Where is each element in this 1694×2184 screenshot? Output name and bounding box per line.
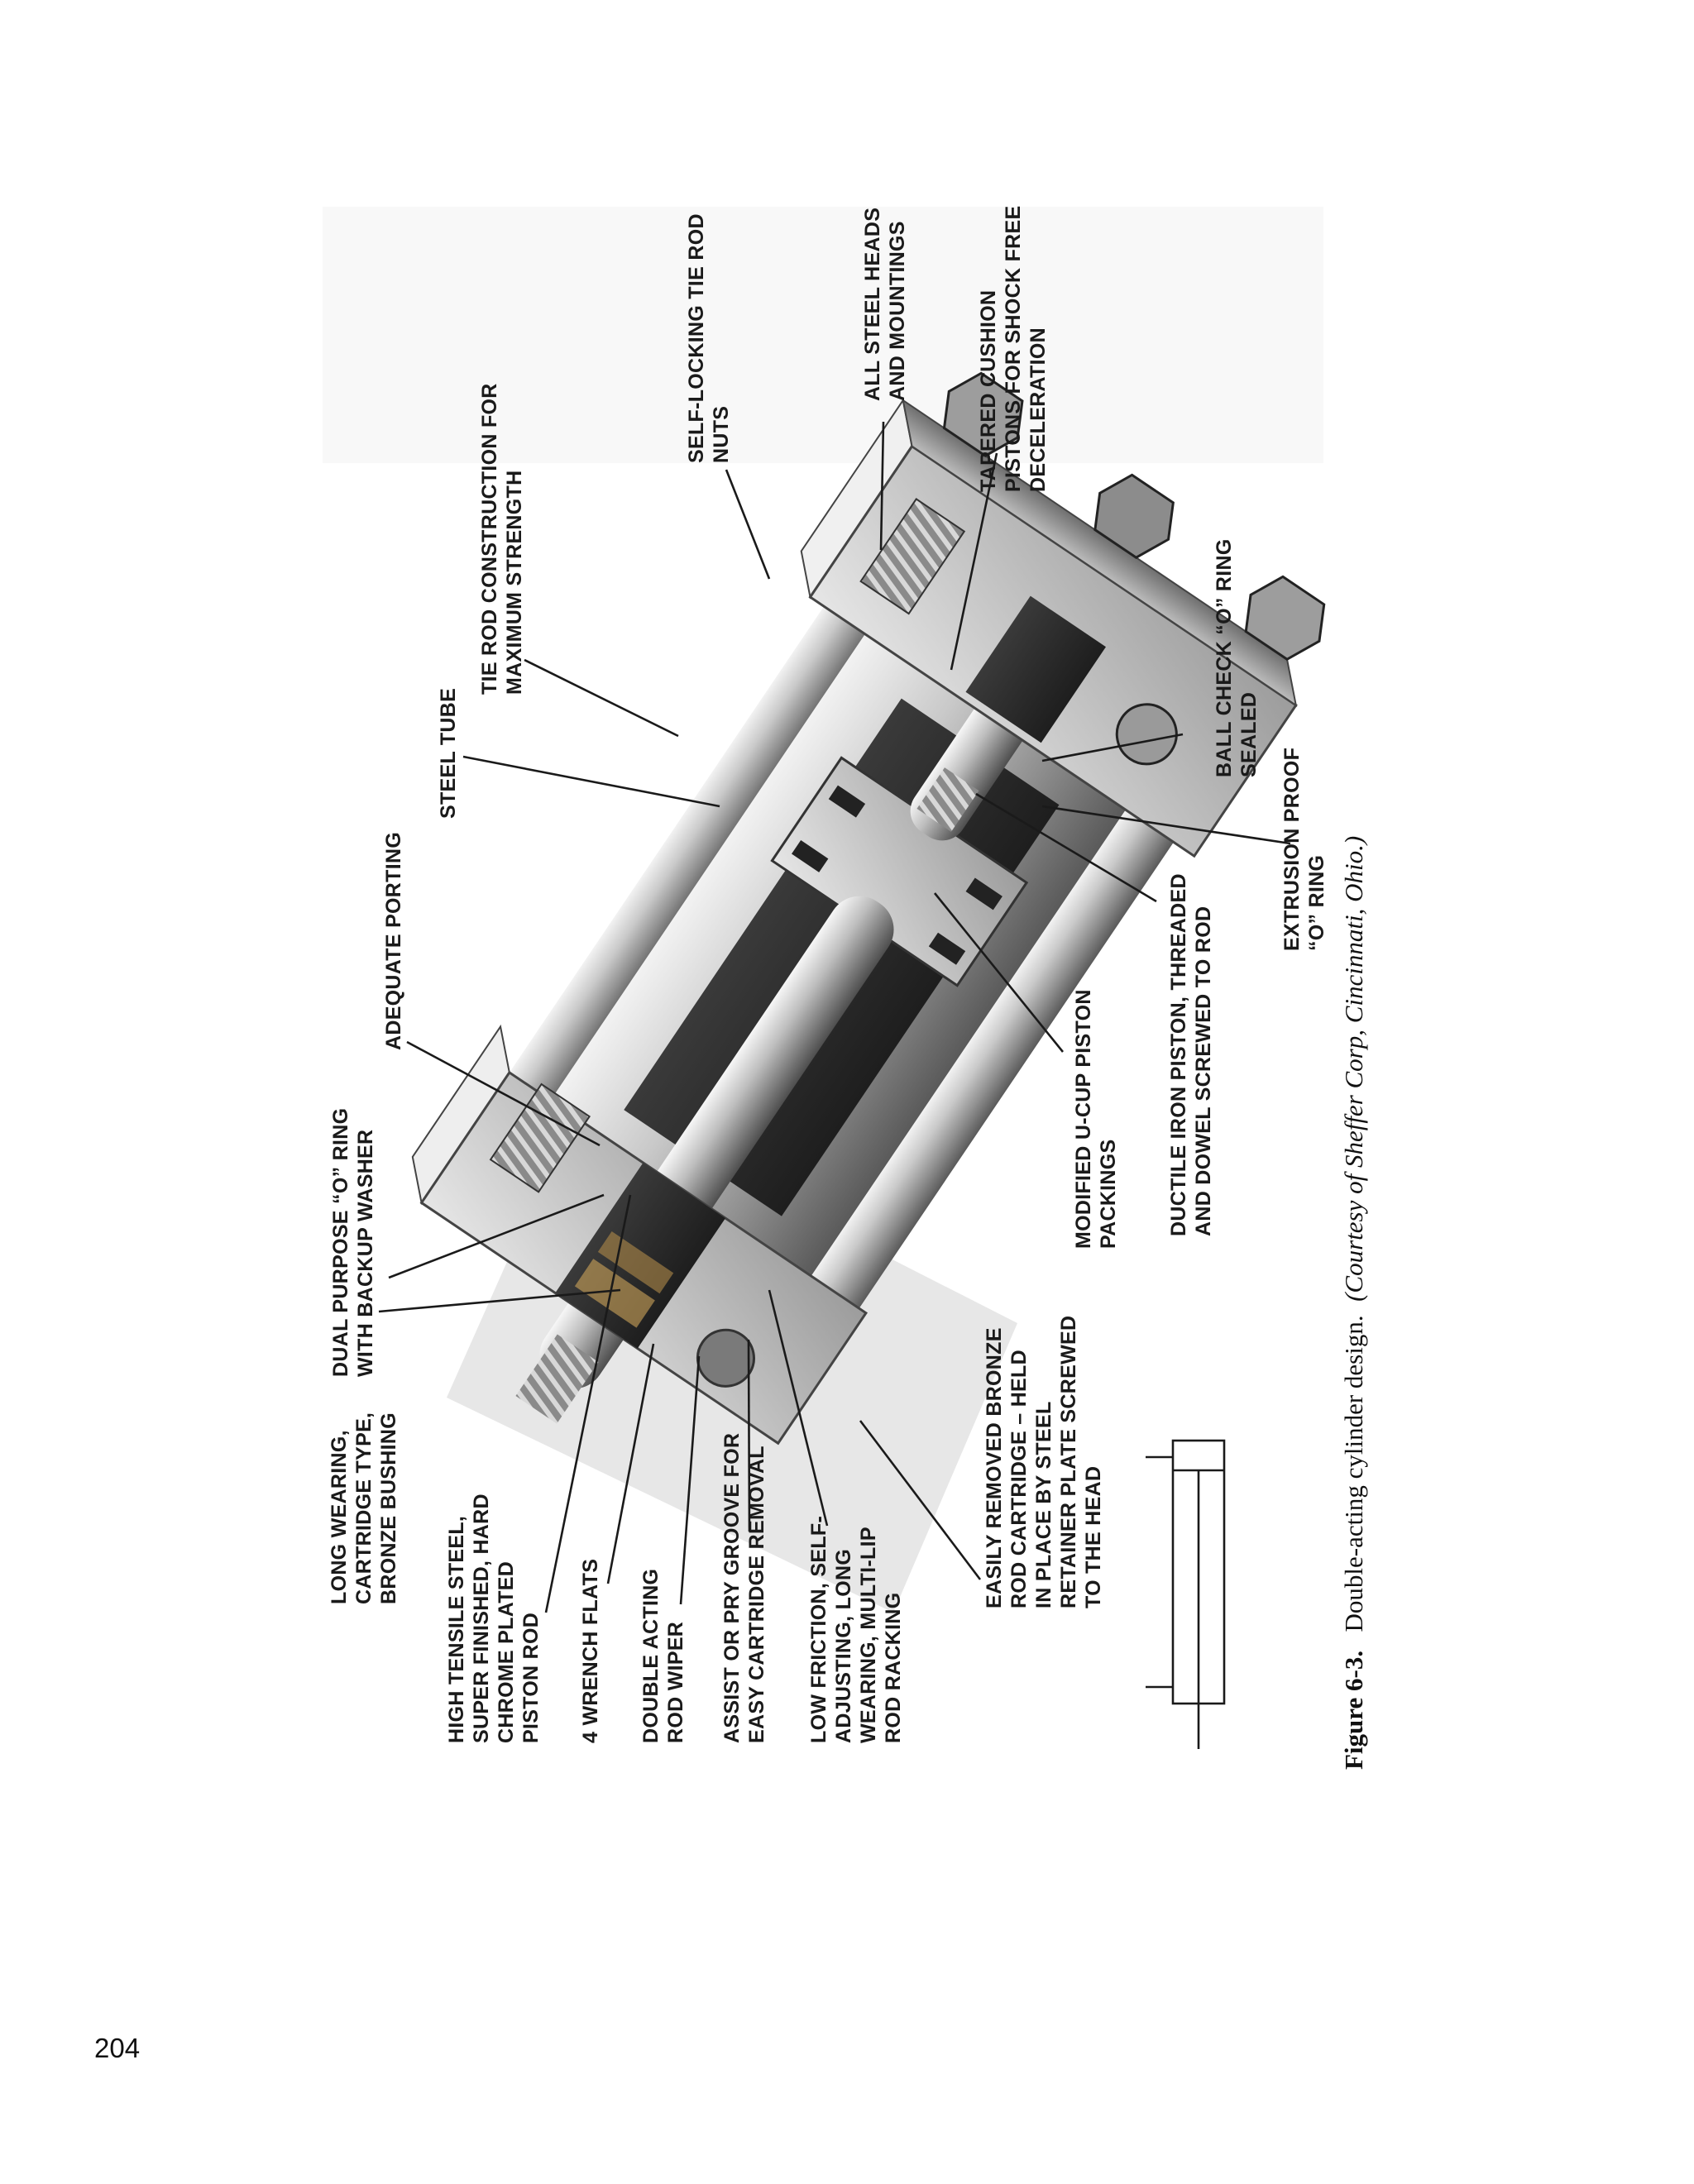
u-cup-packing: [928, 932, 966, 965]
u-cup-packing: [792, 839, 829, 872]
label-steel-tube: STEEL TUBE: [437, 688, 460, 819]
label-bronze-cartridge: EASILY REMOVED BRONZE ROD CARTRIDGE – HE…: [983, 1309, 1105, 1608]
cap-cutaway: [965, 595, 1106, 743]
tie-rod-nut: [1093, 473, 1175, 559]
figure-caption: Figure 6-3. Double-acting cylinder desig…: [1339, 836, 1368, 1770]
rod-thread: [515, 1334, 599, 1424]
ball-check: [1115, 703, 1178, 766]
bronze-bushing: [574, 1259, 655, 1328]
rod-packing: [597, 1231, 674, 1294]
label-u-cup-packings: MODIFIED U-CUP PISTON PACKINGS: [1072, 983, 1120, 1249]
label-bronze-bushing: LONG WEARING, CARTRIDGE TYPE, BRONZE BUS…: [328, 1406, 400, 1604]
label-self-locking-nuts: SELF-LOCKING TIE ROD NUTS: [685, 208, 733, 463]
caption-text: Double-acting cylinder design.: [1339, 1315, 1368, 1632]
label-rod-wiper: DOUBLE ACTING ROD WIPER: [639, 1562, 687, 1743]
label-steel-heads: ALL STEEL HEADS AND MOUNTINGS: [861, 202, 909, 401]
cap-port: [859, 498, 966, 615]
tie-rod-nut: [942, 371, 1024, 457]
cushion-thread: [916, 767, 979, 832]
label-wrench-flats: 4 WRENCH FLATS: [579, 1559, 602, 1743]
label-tie-rod-construction: TIE ROD CONSTRUCTION FOR MAXIMUM STRENGT…: [478, 377, 526, 695]
cylinder-illustration: [323, 207, 1326, 1613]
double-acting-cylinder-symbol: [1146, 1439, 1226, 1749]
caption-credit: (Courtesy of Sheffer Corp, Cincinnati, O…: [1339, 836, 1368, 1302]
label-ball-check: BALL CHECK “O” RING SEALED: [1213, 533, 1261, 777]
page-number: 204: [94, 2033, 141, 2063]
label-adequate-porting: ADEQUATE PORTING: [382, 832, 405, 1050]
head-port: [489, 1082, 591, 1193]
label-ductile-iron-piston: DUCTILE IRON PISTON, THREADED AND DOWEL …: [1167, 867, 1215, 1236]
u-cup-packing: [965, 877, 1003, 910]
label-pry-groove: ASSIST OR PRY GROOVE FOR EASY CARTRIDGE …: [720, 1427, 768, 1743]
label-dual-purpose-o-ring: DUAL PURPOSE “O” RING WITH BACKUP WASHER: [329, 1102, 377, 1377]
callout-labels: SELF-LOCKING TIE ROD NUTS ALL STEEL HEAD…: [328, 199, 1328, 1743]
leader-lines: [378, 421, 1291, 1613]
tie-rod-upper: [432, 473, 959, 1225]
label-tapered-cushion: TAPERED CUSHION PISTONS FOR SHOCK FREE D…: [977, 199, 1050, 492]
caption-label: Figure 6-3.: [1339, 1651, 1368, 1770]
label-extrusion-proof: EXTRUSION PROOF “O” RING: [1280, 742, 1328, 951]
label-piston-rod: HIGH TENSILE STEEL, SUPER FINISHED, HARD…: [445, 1488, 543, 1743]
tie-rod-lower: [734, 676, 1261, 1428]
u-cup-packing: [828, 785, 866, 818]
tie-rod-nut: [1244, 575, 1326, 662]
label-rod-racking: LOW FRICTION, SELF- ADJUSTING, LONG WEAR…: [807, 1510, 905, 1743]
